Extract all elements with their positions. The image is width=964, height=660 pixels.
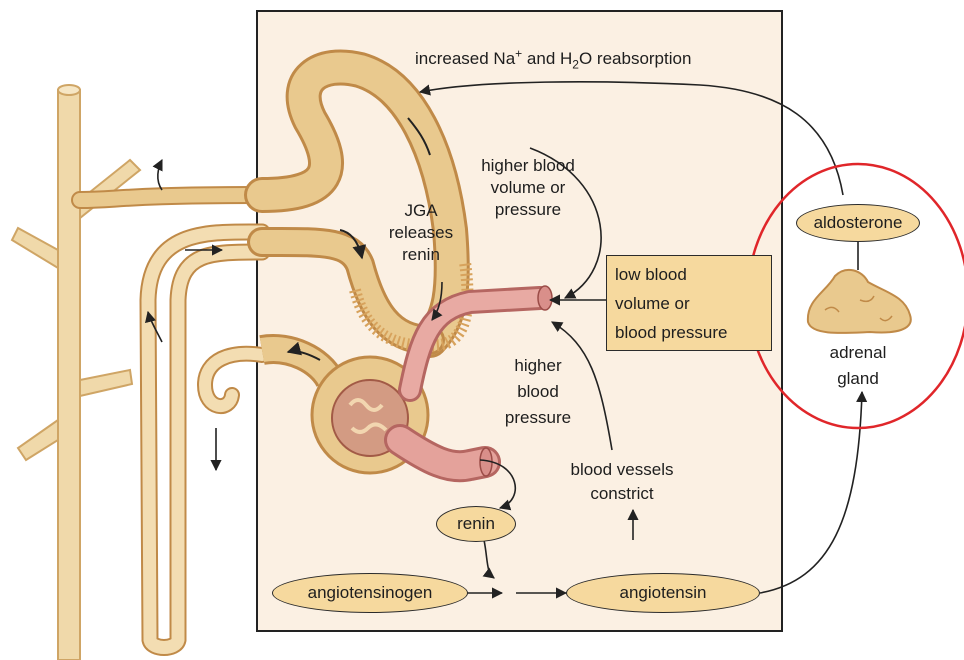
reabsorption-label: increased Na+ and H2O reabsorption bbox=[415, 48, 691, 70]
nephron-tubule-left bbox=[80, 195, 262, 648]
aldosterone-oval: aldosterone bbox=[796, 204, 920, 242]
collecting-duct bbox=[12, 85, 140, 660]
adrenal-gland bbox=[808, 270, 911, 333]
angiotensinogen-oval: angiotensinogen bbox=[272, 573, 468, 613]
angiotensin-oval: angiotensin bbox=[566, 573, 760, 613]
renin-oval: renin bbox=[436, 506, 516, 542]
